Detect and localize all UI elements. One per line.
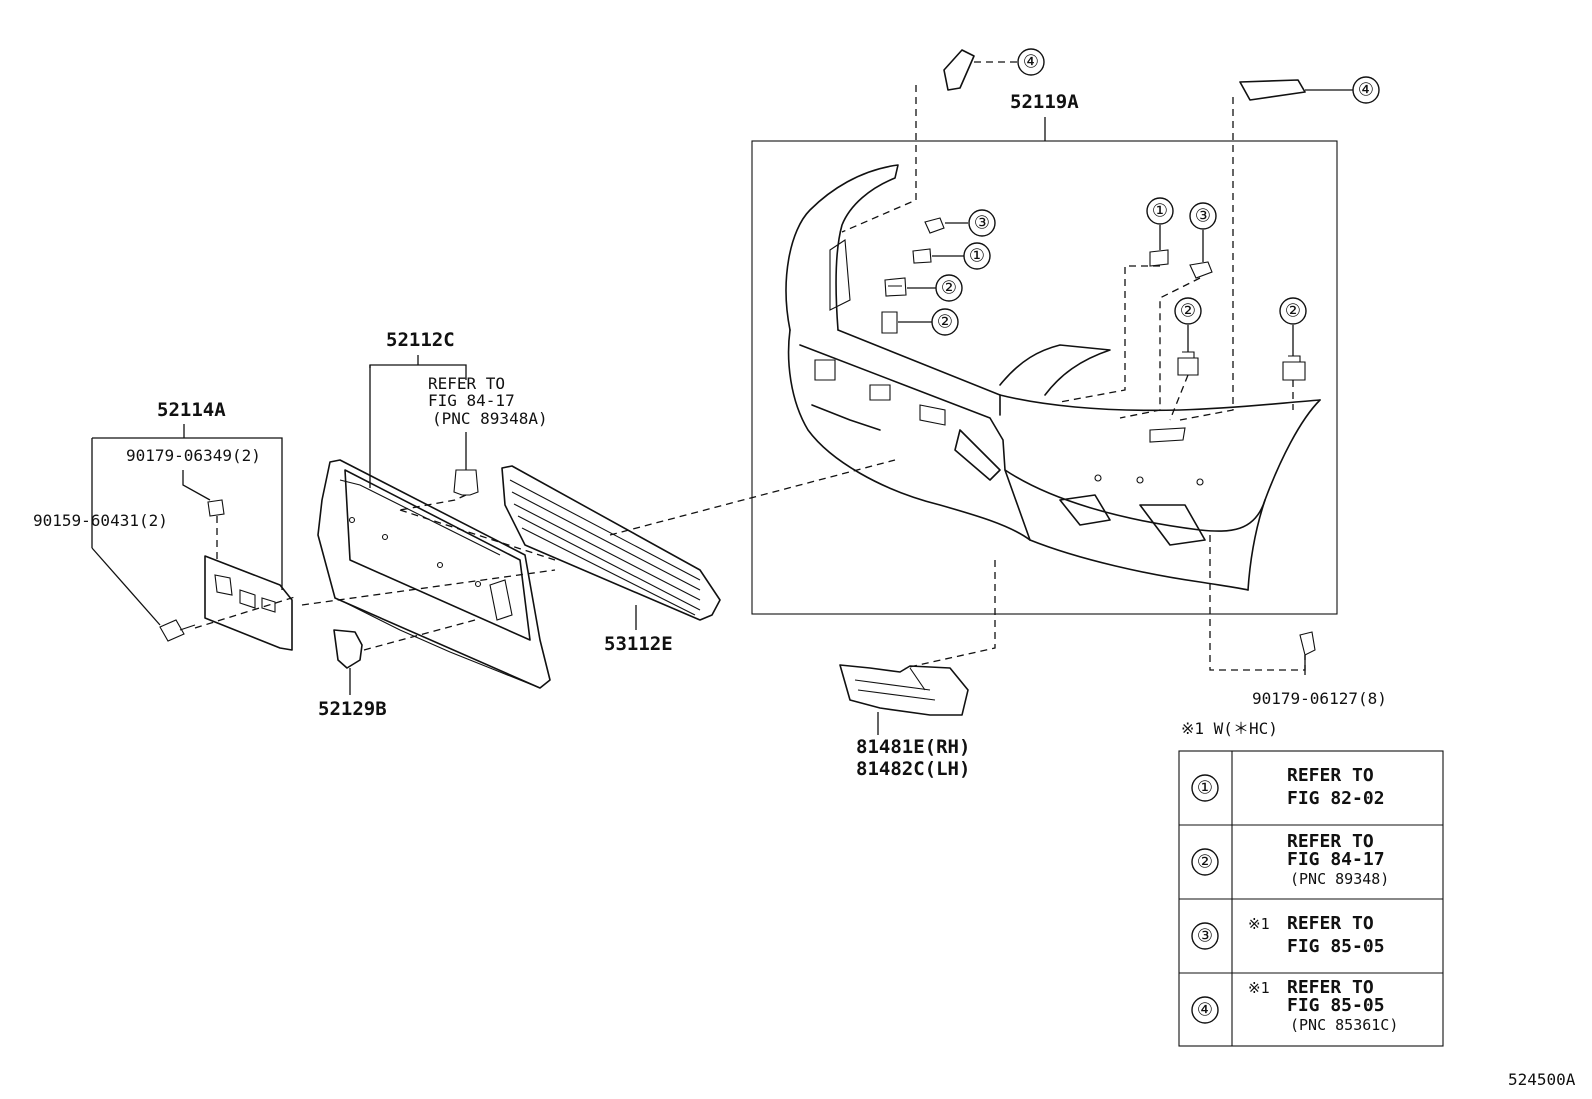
label-90159-60431[interactable]: 90159-60431(2) [33, 511, 168, 530]
callout-1-left: ① [963, 242, 991, 270]
callout-2-left-b: ② [931, 308, 959, 336]
fog-cover-group: 81481E(RH) 81482C(LH) [839, 664, 970, 780]
label-90179-06127[interactable]: 90179-06127(8) [1252, 689, 1387, 708]
svg-text:①: ① [1152, 201, 1168, 222]
legend-row-2-line1: REFER TO [1287, 831, 1374, 852]
label-52119A[interactable]: 52119A [1010, 91, 1079, 113]
label-52129B[interactable]: 52129B [318, 698, 387, 720]
label-81481E[interactable]: 81481E(RH) [856, 736, 970, 758]
bumper-cover-group: 52119A [751, 85, 1338, 671]
clip-parts [881, 217, 1306, 381]
bumper-cover-shape [785, 164, 1321, 591]
figure-id: 524500A [1508, 1070, 1576, 1089]
svg-text:②: ② [937, 312, 953, 333]
svg-text:④: ④ [1197, 1000, 1213, 1021]
svg-text:②: ② [1180, 301, 1196, 322]
label-53112E[interactable]: 53112E [604, 633, 673, 655]
refer-84-17-line2: FIG 84-17 [428, 391, 515, 410]
legend-row-1-line1: REFER TO [1287, 765, 1374, 786]
label-81482C[interactable]: 81482C(LH) [856, 758, 970, 780]
label-52112C[interactable]: 52112C [386, 329, 455, 351]
license-bracket-shape [204, 555, 293, 651]
svg-text:①: ① [1197, 778, 1213, 799]
svg-text:③: ③ [974, 213, 990, 234]
license-bracket-group: 52114A 90179-06349(2) 90159-60431(2) [33, 399, 299, 651]
refer-84-17-line3: (PNC 89348A) [432, 409, 548, 428]
callout-1-right: ① [1146, 197, 1174, 225]
legend-row-2-line2: FIG 84-17 [1287, 849, 1385, 870]
svg-text:④: ④ [1358, 80, 1374, 101]
legend-row-2-line3: (PNC 89348) [1290, 870, 1389, 888]
callout-4-top-right: ④ [1239, 76, 1380, 104]
legend-row-3: ③ ※1 REFER TO FIG 85-05 [1191, 913, 1385, 957]
legend-row-3-line2: FIG 85-05 [1287, 936, 1385, 957]
legend-row-4-line1: REFER TO [1287, 977, 1374, 998]
callout-2-right-b: ② [1279, 297, 1307, 325]
legend-row-4-line2: FIG 85-05 [1287, 995, 1385, 1016]
label-90179-06349[interactable]: 90179-06349(2) [126, 446, 261, 465]
legend-row-3-mark: ※1 [1248, 915, 1270, 933]
refer-84-17-line1: REFER TO [428, 374, 505, 393]
lower-grille-shape [501, 465, 721, 621]
svg-text:②: ② [941, 278, 957, 299]
callout-2-right-a: ② [1174, 297, 1202, 325]
legend-row-4: ④ ※1 REFER TO FIG 85-05 (PNC 85361C) [1191, 977, 1398, 1034]
svg-text:③: ③ [1195, 206, 1211, 227]
upper-grille-group: 52112C REFER TO FIG 84-17 (PNC 89348A) [301, 329, 556, 689]
legend-row-4-mark: ※1 [1248, 979, 1270, 997]
legend-row-3-line1: REFER TO [1287, 913, 1374, 934]
callout-3-left: ③ [968, 209, 996, 237]
cap-group: 52129B [318, 619, 476, 720]
callout-3-right: ③ [1189, 202, 1217, 230]
legend-row-4-line3: (PNC 85361C) [1290, 1016, 1398, 1034]
lower-grille-group: 53112E [501, 459, 896, 655]
legend-row-2: ② REFER TO FIG 84-17 (PNC 89348) [1191, 831, 1389, 888]
svg-text:①: ① [969, 246, 985, 267]
bumper-nut-group: 90179-06127(8) [1252, 631, 1387, 708]
callout-2-left-a: ② [935, 274, 963, 302]
bumper-cover-frame [751, 140, 1338, 615]
fog-cover-shape [839, 664, 969, 716]
screw-shape [159, 619, 196, 642]
legend-row-1-line2: FIG 82-02 [1287, 788, 1385, 809]
svg-text:②: ② [1285, 301, 1301, 322]
legend-row-1: ① REFER TO FIG 82-02 [1191, 765, 1385, 809]
svg-text:③: ③ [1197, 926, 1213, 947]
label-52114A[interactable]: 52114A [157, 399, 226, 421]
svg-text:②: ② [1197, 852, 1213, 873]
callout-4-top-left: ④ [943, 48, 1045, 91]
svg-text:④: ④ [1023, 52, 1039, 73]
legend-note: ※1 W(＊HC) [1181, 719, 1278, 738]
legend: ※1 W(＊HC) ① REFER TO FIG 82-02 ② REFER T… [1178, 719, 1444, 1047]
